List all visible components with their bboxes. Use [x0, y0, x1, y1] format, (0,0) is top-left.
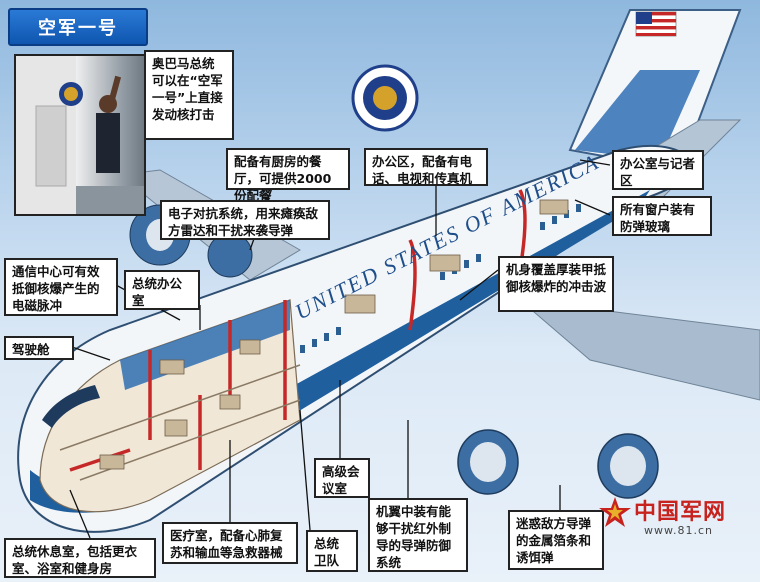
right-wing [518, 299, 760, 401]
watermark-name: 中国军网 [634, 500, 727, 525]
page-title: 空军一号 [8, 8, 148, 46]
obama-photo [14, 54, 146, 216]
us-flag-icon [635, 11, 677, 37]
callout-kitchen: 配备有厨房的餐厅，可提供2000份配餐 [226, 148, 350, 203]
callout-wing-defense: 机翼中装有能够干扰红外制导的导弹防御系统 [368, 498, 468, 572]
red-star-icon [599, 497, 631, 527]
callout-pres-office: 总统办公室 [124, 270, 200, 310]
callout-armor: 机身覆盖厚装甲抵御核爆炸的冲击波 [498, 256, 614, 312]
callout-comm-center: 通信中心可有效抵御核爆产生的电磁脉冲 [4, 258, 118, 316]
callout-guard: 总统卫队 [306, 530, 358, 572]
watermark: 中国军网 www.81.cn [596, 488, 756, 548]
interior-furniture [99, 199, 569, 470]
callout-suite: 总统休息室，包括更衣室、浴室和健身房 [4, 538, 156, 578]
callout-office-comm: 办公区，配备有电话、电视和传真机 [364, 148, 488, 186]
callout-glass: 所有窗户装有防弹玻璃 [612, 196, 712, 236]
callout-medical: 医疗室，配备心肺复苏和输血等急救器械 [162, 522, 298, 564]
callout-conference: 高级会议室 [314, 458, 370, 498]
callout-office-press: 办公室与记者区 [612, 150, 704, 190]
callout-photo-caption: 奥巴马总统可以在“空军一号”上直接发动核打击 [144, 50, 234, 140]
lower-right-engines [457, 429, 659, 499]
photo-illustration [16, 56, 144, 214]
watermark-url: www.81.cn [644, 524, 713, 537]
tail-blue-stripe [575, 70, 700, 160]
callout-ecm: 电子对抗系统，用来瘫痪敌方雷达和干扰来袭导弹 [160, 200, 330, 240]
callout-decoy: 迷惑敌方导弹的金属箔条和诱饵弹 [508, 510, 604, 570]
callout-cockpit: 驾驶舱 [4, 336, 74, 360]
cockpit-windows [42, 385, 100, 428]
presidential-seal-icon [351, 64, 419, 132]
